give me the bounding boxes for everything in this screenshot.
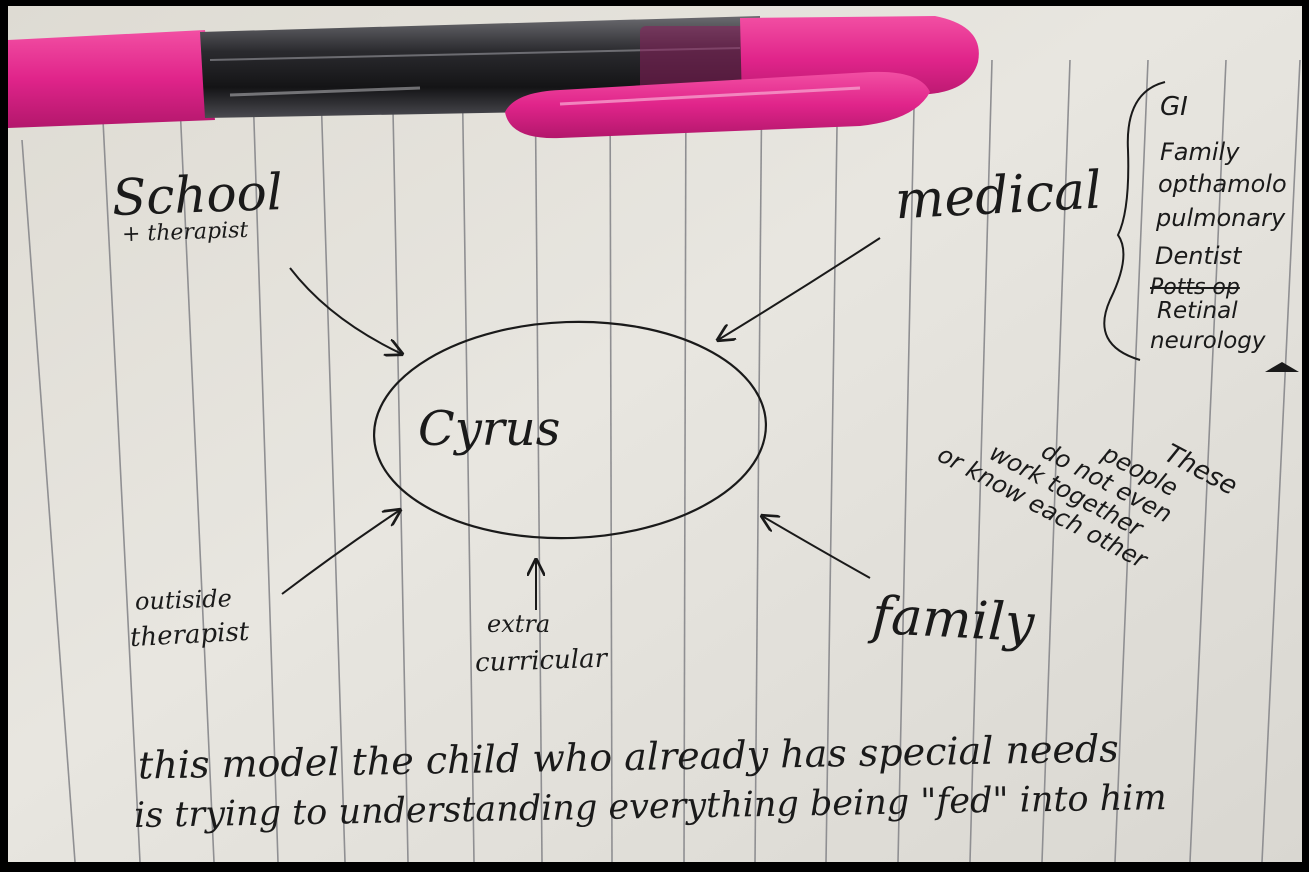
family-arrow	[762, 516, 871, 579]
specialist-item: Dentist	[1155, 242, 1242, 270]
school-label: School	[111, 163, 284, 227]
up-arrow-icon	[1265, 362, 1299, 372]
school-note: + therapist	[121, 217, 249, 248]
specialists-brace	[1103, 81, 1166, 361]
specialist-item: Retinal	[1157, 298, 1238, 324]
pen-clip	[505, 71, 930, 139]
outside-label-2: therapist	[129, 616, 250, 654]
family-label: family	[870, 585, 1036, 655]
medical-arrow	[718, 237, 881, 340]
specialist-item: neurology	[1150, 328, 1266, 354]
ruled-lines	[21, 59, 1301, 863]
specialist-item: GI	[1160, 92, 1188, 122]
extra-label-2: curricular	[474, 643, 608, 679]
center-circle	[372, 320, 768, 540]
extra-label-1: extra	[487, 610, 551, 638]
specialist-item: opthamolo	[1158, 170, 1287, 198]
pink-pen	[8, 16, 979, 139]
specialist-item: pulmonary	[1156, 204, 1286, 232]
specialist-item: Family	[1160, 138, 1240, 166]
notebook-paper	[8, 6, 1302, 862]
arrows	[281, 237, 881, 610]
specialist-item-struck: Potts op	[1150, 275, 1240, 300]
center-label: Cyrus	[418, 401, 561, 457]
pen-grip	[8, 30, 215, 128]
outside-arrow	[281, 510, 400, 595]
medical-label: medical	[893, 160, 1104, 232]
outside-label-1: outiside	[134, 584, 233, 616]
school-arrow	[289, 267, 402, 354]
